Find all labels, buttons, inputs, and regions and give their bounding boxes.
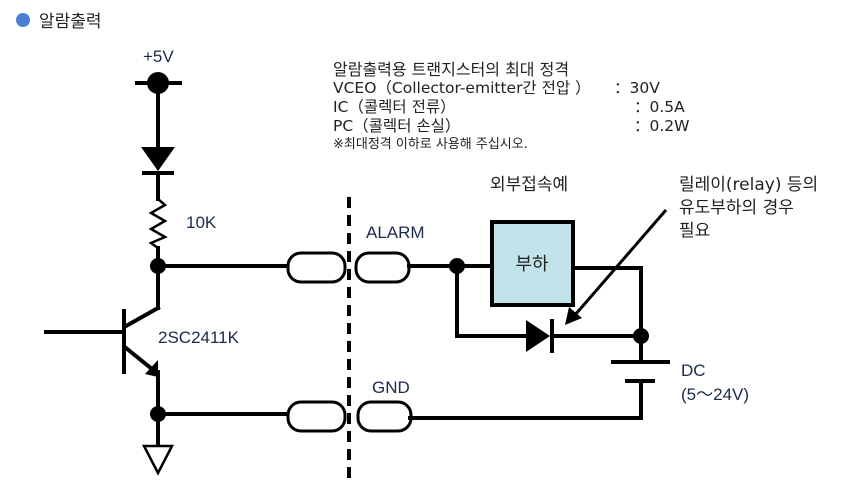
relay-note-line-3: 필요 xyxy=(679,221,710,241)
gnd-terminal-label: GND xyxy=(372,378,410,397)
dc-label: DC xyxy=(681,361,706,380)
resistor-10k xyxy=(148,198,168,250)
pointer-arrow-shaft xyxy=(573,209,668,316)
load-label: 부하 xyxy=(515,254,549,275)
series-diode xyxy=(141,147,175,175)
ground-icon xyxy=(141,444,175,476)
resistor-label: 10K xyxy=(186,213,217,232)
supply-label: +5V xyxy=(143,47,174,66)
ratings-note: ※최대정격 이하로 사용해 주십시오. xyxy=(333,137,528,152)
bullet-icon xyxy=(16,13,30,27)
relay-note-line-1: 릴레이(relay) 등의 xyxy=(679,175,818,195)
ratings-row-pc-value: ：0.2W xyxy=(634,117,689,135)
gnd-connector-external xyxy=(356,400,413,433)
emitter-lead xyxy=(123,345,155,372)
ratings-row-pc-name: PC（콜렉터 손실） xyxy=(333,117,460,135)
transistor-npn xyxy=(44,305,161,377)
gnd-connector-internal xyxy=(286,400,347,433)
section-title: 알람출력 xyxy=(39,12,102,32)
flyback-diode xyxy=(526,319,554,353)
ratings-heading: 알람출력용 트랜지스터의 최대 정격 xyxy=(333,60,569,79)
ratings-row-ic-value: ：0.5A xyxy=(634,98,685,116)
ratings-row-vceo-value: ：30V xyxy=(614,79,660,97)
alarm-connector-internal xyxy=(286,251,347,284)
collector-lead xyxy=(123,305,161,329)
ratings-row-vceo-name: VCEO（Collector-emitter간 전압 ） xyxy=(333,79,591,97)
emitter-arrow xyxy=(145,360,158,377)
alarm-terminal-label: ALARM xyxy=(366,223,425,242)
wire-battery-gnd xyxy=(408,379,643,420)
flyback-diode-body xyxy=(526,320,550,352)
wire-load-right xyxy=(571,266,643,338)
load-box xyxy=(490,220,575,307)
relay-note-line-2: 유도부하의 경우 xyxy=(679,198,794,218)
dc-range-label: (5～24V) xyxy=(681,385,749,404)
transistor-label: 2SC2411K xyxy=(158,328,240,347)
external-connection-title: 외부접속예 xyxy=(490,175,568,195)
ratings-row-ic-name: IC（콜렉터 전류） xyxy=(333,98,456,116)
diode-body xyxy=(141,147,175,171)
alarm-connector-external xyxy=(354,251,411,284)
pointer-arrow-head xyxy=(565,307,582,325)
